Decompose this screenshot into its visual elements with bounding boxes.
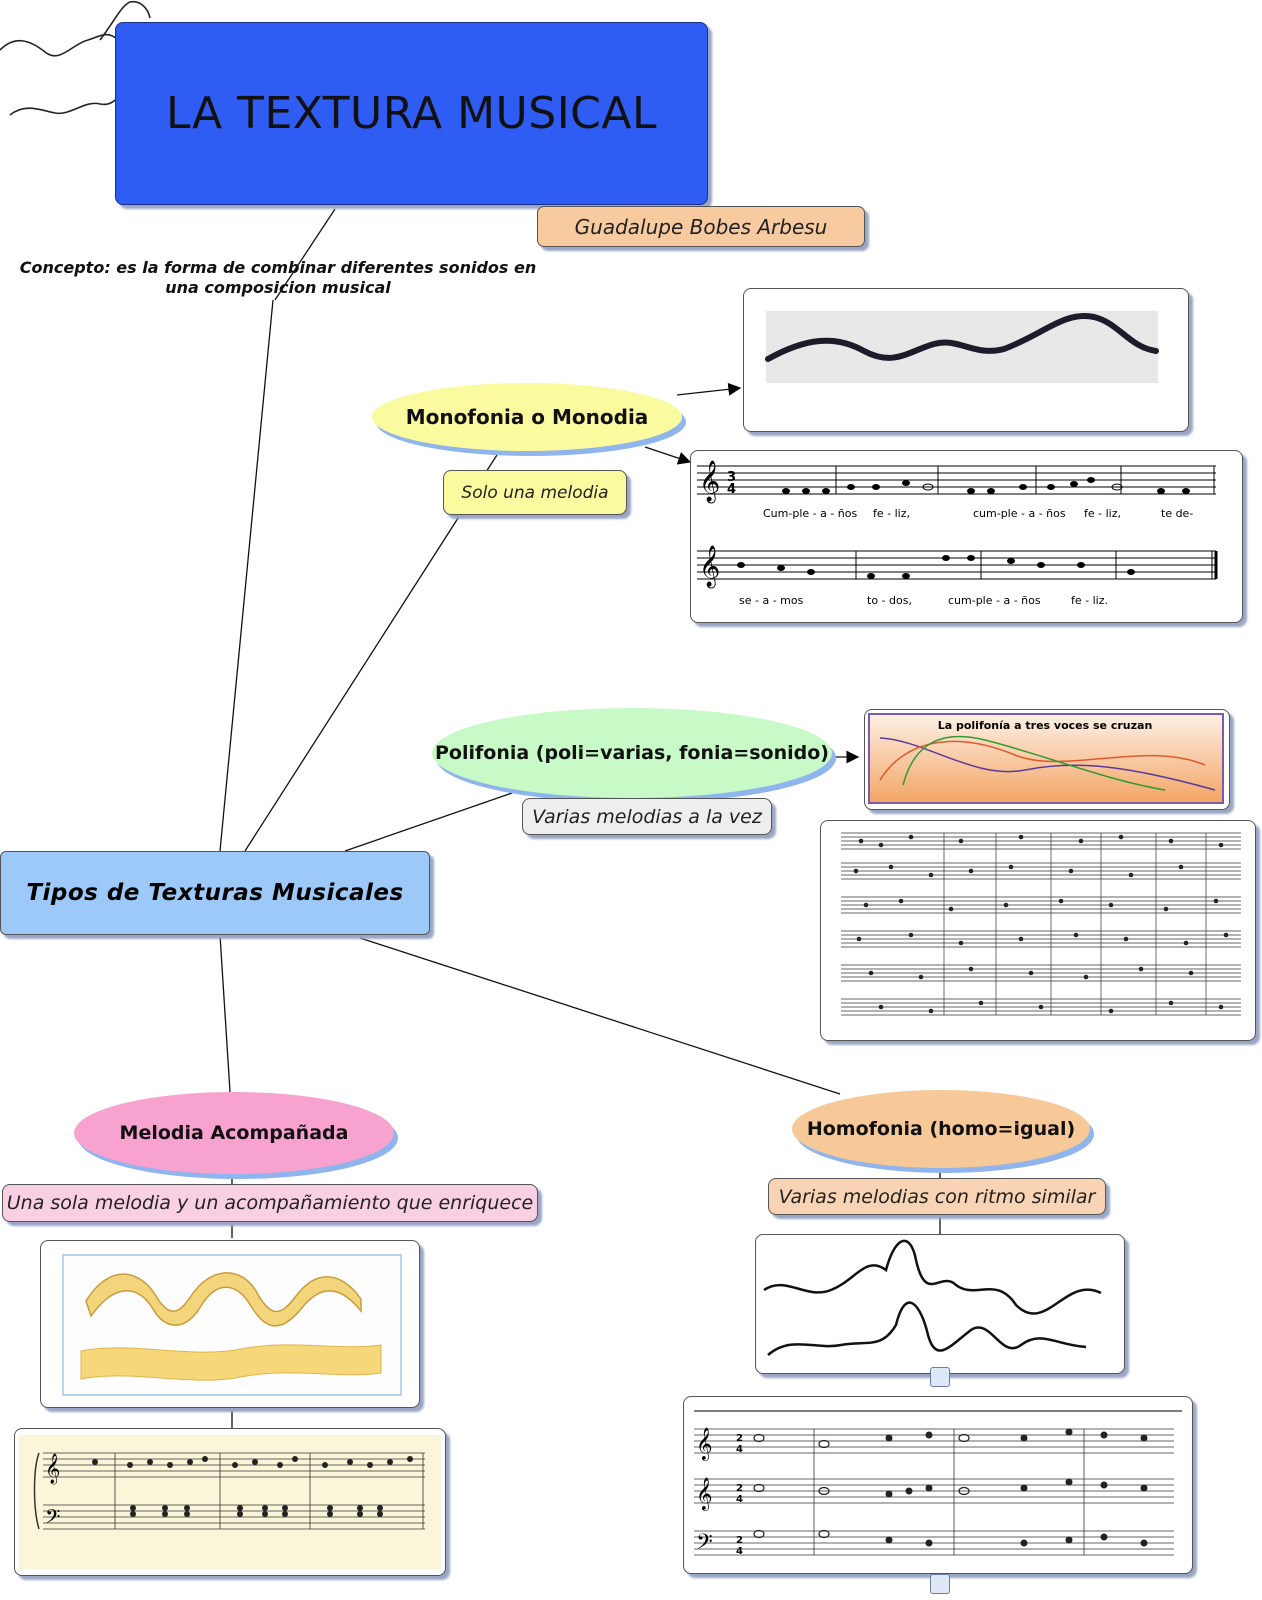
node-melodia[interactable]: Melodia Acompañada [74,1092,394,1174]
node-homofonia[interactable]: Homofonia (homo=igual) [792,1090,1090,1168]
line-concept-tipos [219,299,274,852]
squiggle-bottom [9,97,119,116]
node-monofonia-label: Monofonia o Monodia [405,405,649,429]
svg-text:4: 4 [727,482,736,497]
author-box[interactable]: Guadalupe Bobes Arbesu [537,206,865,247]
svg-text:𝄞: 𝄞 [696,1427,713,1461]
node-polifonia-label: Polifonia (poli=varias, fonia=sonido) [435,742,829,764]
svg-text:𝄢: 𝄢 [696,1530,713,1560]
node-homofonia-label: Homofonia (homo=igual) [806,1118,1076,1140]
image-monofonia-wave[interactable] [743,288,1189,432]
svg-text:4: 4 [736,1546,743,1557]
svg-text:3: 3 [727,470,736,485]
svg-text:2: 2 [736,1535,743,1546]
lyrics-line-1e: te de- [1161,507,1193,520]
lyrics-line-2d: fe - liz. [1071,594,1108,607]
svg-text:2: 2 [736,1433,743,1444]
lyrics-line-2c: cum-ple - a - ños [948,594,1041,607]
node-monofonia[interactable]: Monofonia o Monodia [372,383,682,451]
svg-text:4: 4 [736,1444,743,1455]
node-melodia-label: Melodia Acompañada [119,1122,349,1144]
line-tipos-poli [344,792,513,852]
lyrics-line-1a: Cum-ple - a - ños [763,507,858,520]
polifonia-chart-title: La polifonía a tres voces se cruzan [938,719,1153,732]
wave-image [765,311,1159,383]
image-polifonia-chart[interactable]: La polifonía a tres voces se cruzan [864,709,1230,810]
image-melodia-ribbon[interactable] [40,1240,420,1408]
squiggle-top-right [99,0,151,41]
score-image: 𝄞 𝄞 3 4 Cum-ple - a - ños fe - liz, cum-… [697,460,1218,607]
image-homofonia-wave[interactable] [755,1234,1125,1374]
note-homofonia[interactable]: Varias melodias con ritmo similar [768,1178,1106,1215]
lyrics-line-1b: fe - liz, [873,507,910,520]
note-polifonia[interactable]: Varias melodias a la vez [522,798,772,835]
polifonia-score [841,832,1241,1016]
image-polifonia-score[interactable] [820,820,1256,1041]
note-monofonia-text: Solo una melodia [461,482,609,503]
concept-text: Concepto: es la forma de combinar difere… [19,258,537,297]
polifonia-chart: La polifonía a tres voces se cruzan [868,713,1224,804]
line-title-concept [274,208,336,301]
line-tipos-homofonia [359,937,841,1095]
title-box[interactable]: LA TEXTURA MUSICAL [115,22,708,205]
lyrics-line-2a: se - a - mos [739,594,804,607]
svg-text:𝄢: 𝄢 [45,1505,60,1533]
homofonia-score: 𝄞 𝄞 𝄢 24 24 24 [694,1410,1182,1560]
lyrics-line-1d: fe - liz, [1084,507,1121,520]
svg-text:𝄞: 𝄞 [699,545,720,588]
melodia-score: 𝄞 𝄢 [19,1435,441,1569]
note-melodia[interactable]: Una sola melodia y un acompañamiento que… [2,1184,538,1222]
note-melodia-text: Una sola melodia y un acompañamiento que… [6,1192,534,1214]
central-node[interactable]: Tipos de Texturas Musicales [0,851,430,935]
note-monofonia[interactable]: Solo una melodia [443,470,627,515]
arrow-mono-wave [676,382,742,396]
svg-text:2: 2 [736,1483,743,1494]
lyrics-line-1c: cum-ple - a - ños [973,507,1066,520]
squiggle-top [0,33,119,57]
central-node-label: Tipos de Texturas Musicales [26,880,404,906]
arrow-mono-score [644,446,692,465]
line-tipos-solo [244,514,461,852]
line-tipos-melodia [219,934,231,1093]
ribbon-image [62,1254,402,1396]
lyrics-line-2b: to - dos, [867,594,912,607]
svg-text:𝄞: 𝄞 [45,1453,60,1485]
page-title: LA TEXTURA MUSICAL [165,88,658,139]
line-mono-solo [485,454,498,473]
author-label: Guadalupe Bobes Arbesu [574,214,828,239]
image-placeholder-icon[interactable] [930,1367,950,1387]
image-monofonia-score[interactable]: 𝄞 𝄞 3 4 Cum-ple - a - ños fe - liz, cum-… [690,450,1243,623]
image-placeholder-icon[interactable] [930,1574,950,1594]
note-polifonia-text: Varias melodias a la vez [532,805,762,828]
svg-text:𝄞: 𝄞 [699,460,720,503]
image-melodia-score[interactable]: 𝄞 𝄢 [14,1428,446,1576]
node-polifonia[interactable]: Polifonia (poli=varias, fonia=sonido) [432,708,832,798]
svg-text:4: 4 [736,1494,743,1505]
homofonia-wave [763,1239,1102,1356]
note-homofonia-text: Varias melodias con ritmo similar [778,1185,1096,1208]
svg-text:𝄞: 𝄞 [696,1477,713,1511]
